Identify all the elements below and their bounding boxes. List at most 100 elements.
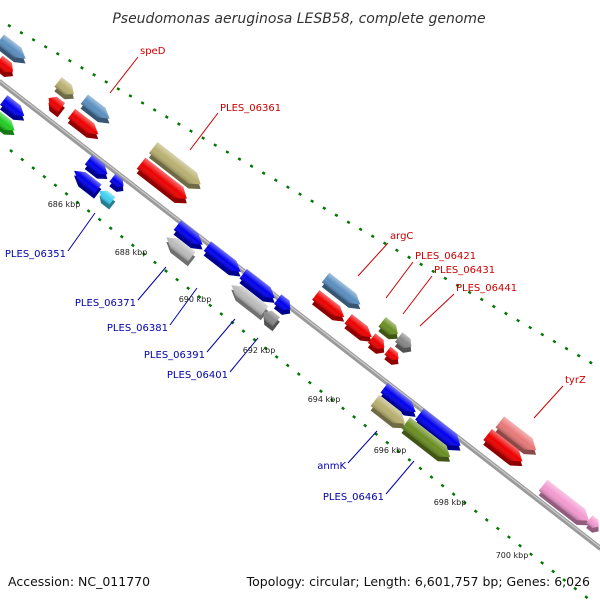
gene-pink-1: [538, 479, 589, 526]
gene-PLES_06461-gloss: [401, 417, 451, 458]
tick-label-7: 700 kbp: [496, 551, 529, 560]
forward-gene-label-4[interactable]: PLES_06431: [434, 265, 495, 276]
tick-label-5: 696 kbp: [374, 446, 407, 455]
gene-red-6-gloss: [368, 333, 385, 350]
gene-PLES_06401-gloss: [263, 310, 280, 327]
inner-dotted-line: [9, 149, 591, 600]
gene-blue-5: [173, 220, 203, 250]
gene-blue-10-gloss: [415, 408, 461, 446]
gene-red-5: [344, 314, 372, 342]
gene-blue-8: [273, 294, 291, 315]
reverse-gene-pointer-3: [206, 318, 236, 353]
reverse-gene-label-2[interactable]: PLES_06381: [107, 323, 168, 334]
gene-red-3: [136, 157, 187, 204]
forward-gene-label-2[interactable]: argC: [390, 231, 413, 242]
gene-blue-7: [239, 269, 275, 303]
backbone-line: [0, 79, 600, 551]
gene-PLES_06431: [394, 332, 412, 353]
gene-blue-2-gloss: [84, 154, 108, 175]
forward-gene-pointer-2: [357, 242, 389, 277]
gene-red-6: [367, 333, 385, 354]
gene-red-5-gloss: [344, 314, 372, 338]
reverse-gene-label-0[interactable]: PLES_06351: [5, 249, 66, 260]
gene-red-4-gloss: [312, 290, 345, 318]
gene-steelblue-1: [0, 34, 26, 64]
gene-PLES_06371-gloss: [166, 237, 196, 262]
gene-PLES_06361-gloss: [149, 142, 201, 185]
gene-blue-7-gloss: [239, 269, 275, 299]
gene-red-3-gloss: [136, 157, 187, 199]
gene-argC: [321, 272, 361, 310]
forward-gene-pointer-4: [402, 275, 433, 315]
gene-PLES_06371: [166, 237, 196, 267]
gene-green-1: [0, 110, 15, 136]
gene-PLES_06391-gloss: [231, 285, 269, 316]
gene-khaki-1: [54, 77, 74, 100]
forward-gene-label-6[interactable]: tyrZ: [565, 375, 586, 386]
gene-khaki-1-gloss: [54, 77, 74, 95]
forward-gene-label-1[interactable]: PLES_06361: [220, 103, 281, 114]
gene-blue-5-gloss: [173, 220, 203, 245]
label-pointers: [67, 56, 564, 495]
gene-anmK-gloss: [370, 394, 406, 424]
forward-gene-label-5[interactable]: PLES_06441: [456, 283, 517, 294]
tick-label-2: 690 kbp: [179, 295, 212, 304]
gene-steelblue-2-gloss: [80, 94, 110, 119]
gene-red-1-gloss: [0, 55, 14, 73]
gene-PLES_06401: [263, 310, 280, 332]
reverse-gene-pointer-4: [229, 337, 259, 373]
tick-label-3: 692 kbp: [243, 346, 276, 355]
reverse-gene-pointer-0: [67, 212, 96, 252]
reverse-gene-label-6[interactable]: PLES_06461: [323, 492, 384, 503]
gene-red-8-gloss: [483, 428, 523, 462]
gene-blue-2: [84, 154, 108, 180]
gene-red-8: [483, 428, 523, 467]
gene-red-7: [384, 346, 399, 365]
reverse-gene-pointer-5: [347, 430, 378, 464]
tick-label-6: 698 kbp: [434, 498, 467, 507]
reverse-gene-label-5[interactable]: anmK: [317, 461, 346, 472]
genome-backbone: [0, 79, 600, 551]
forward-gene-pointer-1: [189, 112, 219, 151]
reverse-gene-label-3[interactable]: PLES_06391: [144, 350, 205, 361]
scale-dotted-lines: [7, 23, 600, 600]
forward-gene-label-0[interactable]: speD: [140, 46, 166, 57]
gene-PLES_06431-gloss: [395, 332, 412, 349]
gene-features: [0, 34, 599, 533]
gene-pink-1-gloss: [538, 479, 589, 521]
reverse-gene-label-1[interactable]: PLES_06371: [75, 298, 136, 309]
forward-gene-pointer-3: [385, 261, 414, 299]
gene-PLES_06351: [99, 190, 116, 210]
gene-blue-8-gloss: [274, 294, 291, 311]
gene-red-2-gloss: [48, 96, 65, 113]
tick-label-1: 688 kbp: [115, 248, 148, 257]
accession-text: Accession: NC_011770: [8, 574, 150, 589]
genome-summary-text: Topology: circular; Length: 6,601,757 bp…: [246, 574, 590, 589]
gene-red-speD-gloss: [67, 108, 99, 135]
gene-blue-3-gloss: [109, 173, 124, 188]
map-title: Pseudomonas aeruginosa LESB58, complete …: [112, 11, 485, 27]
gene-red-7-gloss: [384, 346, 399, 361]
gene-blue-3: [109, 173, 124, 192]
gene-steelblue-2: [80, 94, 110, 124]
backbone-highlight: [0, 80, 600, 548]
outer-dotted-line: [7, 23, 600, 370]
gene-PLES_06351-gloss: [99, 190, 116, 205]
reverse-gene-label-4[interactable]: PLES_06401: [167, 370, 228, 381]
gene-tyrZ: [495, 416, 537, 455]
gene-labels: speDPLES_06361argCPLES_06421PLES_06431PL…: [5, 46, 586, 503]
forward-gene-pointer-0: [109, 56, 139, 94]
gene-red-2: [48, 96, 65, 118]
forward-gene-pointer-6: [533, 385, 564, 419]
gene-PLES_06391: [231, 285, 269, 321]
gene-blue-6: [203, 241, 241, 277]
forward-gene-pointer-5: [419, 293, 455, 327]
gene-blue-1: [0, 95, 25, 121]
gene-pink-2-gloss: [586, 515, 599, 529]
gene-tyrZ-gloss: [495, 416, 537, 451]
gene-PLES_06421: [378, 317, 398, 340]
forward-gene-label-3[interactable]: PLES_06421: [415, 251, 476, 262]
gene-red-speD: [67, 108, 99, 140]
